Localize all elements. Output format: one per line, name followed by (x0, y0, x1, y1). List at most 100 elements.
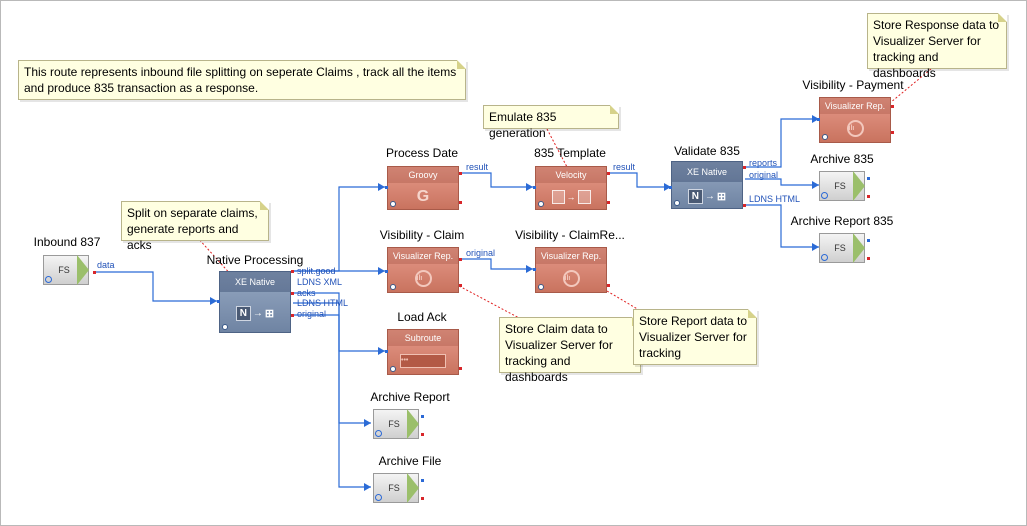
input-port[interactable] (669, 186, 672, 189)
fs-type-label: FS (834, 181, 846, 191)
node-type-label: Groovy (388, 167, 458, 183)
output-port[interactable] (421, 433, 424, 436)
output-port[interactable] (867, 195, 870, 198)
port-label-data: data (97, 260, 115, 270)
visibility-claimreport-node[interactable]: Visualizer Rep. ılı (535, 247, 607, 293)
output-port[interactable] (459, 284, 462, 287)
load-ack-node[interactable]: Subroute ••• (387, 329, 459, 375)
port-label-original: original (749, 170, 779, 180)
node-status-icon (822, 134, 828, 140)
validate-835-title: Validate 835 (674, 144, 740, 158)
output-port[interactable] (891, 131, 894, 134)
wire-inbound-native (93, 271, 217, 302)
input-port[interactable] (867, 177, 870, 180)
search-icon (45, 276, 52, 283)
port-label-acks: acks (297, 288, 316, 298)
store-report-text: Store Report data to Visualizer Server f… (639, 314, 748, 360)
input-port[interactable] (817, 118, 820, 121)
output-port[interactable] (291, 292, 294, 295)
output-port[interactable] (607, 201, 610, 204)
archive-report-title: Archive Report (370, 390, 450, 404)
output-port[interactable] (743, 166, 746, 169)
output-port[interactable] (459, 258, 462, 261)
archive-report-node[interactable]: FS (373, 409, 419, 439)
input-port[interactable] (421, 479, 424, 482)
input-port[interactable] (385, 186, 388, 189)
output-port[interactable] (291, 314, 294, 317)
process-date-node[interactable]: Groovy G (387, 166, 459, 210)
native-processing-title: Native Processing (206, 253, 304, 267)
output-port[interactable] (867, 257, 870, 260)
search-icon (821, 254, 828, 261)
input-port[interactable] (533, 186, 536, 189)
output-port[interactable] (607, 284, 610, 287)
xe-native-icon: N→⊞ (220, 294, 290, 332)
node-type-label: XE Native (672, 162, 742, 182)
store-response-note[interactable]: Store Response data to Visualizer Server… (867, 13, 1007, 80)
port-label-original: original (297, 309, 327, 319)
visibility-claim-title: Visibility - Claim (379, 228, 465, 242)
node-type-label: Subroute (388, 330, 458, 346)
archive-report-835-title: Archive Report 835 (790, 214, 894, 228)
output-port[interactable] (459, 367, 462, 370)
output-port[interactable] (743, 204, 746, 207)
wire-template-validate (607, 172, 671, 188)
groovy-glyph: G (416, 187, 430, 205)
output-port[interactable] (291, 270, 294, 273)
velocity-template-icon: → (536, 184, 606, 209)
node-status-icon (538, 201, 544, 207)
input-port[interactable] (421, 415, 424, 418)
search-icon (821, 192, 828, 199)
visibility-claim-node[interactable]: Visualizer Rep. ılı (387, 247, 459, 293)
archive-report-835-node[interactable]: FS (819, 233, 865, 263)
store-report-note[interactable]: Store Report data to Visualizer Server f… (633, 309, 757, 365)
visibility-payment-node[interactable]: Visualizer Rep. ılı (819, 97, 891, 143)
validate-835-node[interactable]: XE Native N→⊞ (671, 161, 743, 209)
visualizer-gauge-icon: ılı (388, 265, 458, 292)
port-label-split-good: split.good (297, 266, 336, 276)
native-processing-node[interactable]: XE Native N→⊞ (219, 271, 291, 333)
template-835-title: 835 Template (534, 146, 606, 160)
visualizer-gauge-icon: ılı (820, 115, 890, 142)
fs-type-label: FS (58, 265, 70, 275)
load-ack-title: Load Ack (397, 310, 447, 324)
output-port[interactable] (459, 201, 462, 204)
node-status-icon (390, 284, 396, 290)
wire-claim-claimreport (459, 258, 533, 270)
output-port[interactable] (421, 497, 424, 500)
input-port[interactable] (867, 239, 870, 242)
fs-arrow-icon (407, 473, 419, 503)
output-port[interactable] (459, 172, 462, 175)
inbound-837-node[interactable]: FS (43, 255, 89, 285)
fs-arrow-icon (77, 255, 89, 285)
route-description-note[interactable]: This route represents inbound file split… (18, 60, 466, 100)
input-port[interactable] (385, 270, 388, 273)
split-claims-note[interactable]: Split on separate claims, generate repor… (121, 201, 269, 252)
search-icon (375, 430, 382, 437)
node-type-label: Visualizer Rep. (388, 248, 458, 264)
node-status-icon (674, 200, 680, 206)
node-status-icon (390, 366, 396, 372)
node-status-icon (538, 284, 544, 290)
subroute-icon: ••• (388, 347, 458, 374)
port-label-ldns-html: LDNS HTML (749, 194, 801, 204)
output-port[interactable] (607, 172, 610, 175)
store-claim-note[interactable]: Store Claim data to Visualizer Server fo… (499, 317, 641, 384)
archive-835-node[interactable]: FS (819, 171, 865, 201)
process-date-title: Process Date (385, 146, 459, 160)
xe-native-icon: N→⊞ (672, 184, 742, 208)
fs-arrow-icon (407, 409, 419, 439)
visibility-payment-title: Visibility - Payment (802, 78, 904, 92)
fs-arrow-icon (853, 171, 865, 201)
fs-type-label: FS (388, 483, 400, 493)
output-port[interactable] (93, 271, 96, 274)
emulate-835-note[interactable]: Emulate 835 generation (483, 105, 619, 140)
input-port[interactable] (533, 268, 536, 271)
template-835-node[interactable]: Velocity → (535, 166, 607, 210)
archive-file-node[interactable]: FS (373, 473, 419, 503)
emulate-835-text: Emulate 835 generation (489, 110, 557, 140)
output-port[interactable] (891, 105, 894, 108)
input-port[interactable] (385, 350, 388, 353)
input-port[interactable] (217, 300, 220, 303)
